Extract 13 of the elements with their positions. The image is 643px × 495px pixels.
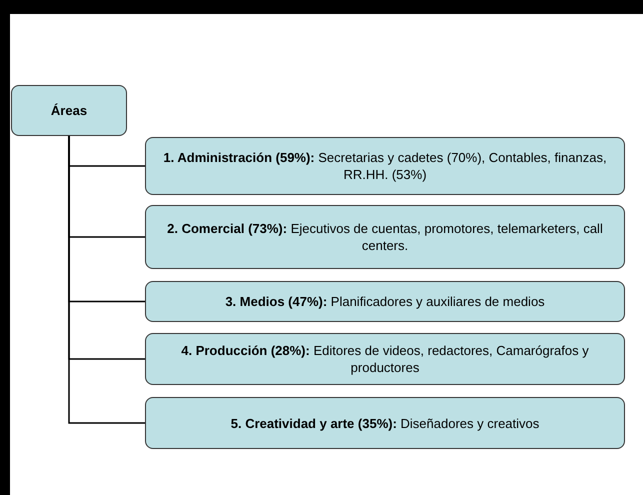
connector-line	[68, 136, 145, 424]
box-text: 2. Comercial (73%): Ejecutivos de cuentas, promotores, telemarketers, call centers.	[166, 220, 604, 254]
area-box	[145, 205, 625, 269]
area-box	[145, 137, 625, 195]
box-text: 1. Administración (59%): Secretarias y cadetes (70%), Contables, finanzas, RR.HH. (53%)	[162, 149, 608, 183]
box-text: 3. Medios (47%): Planificadores y auxiliares de medios	[225, 293, 545, 310]
area-box	[145, 397, 625, 449]
category-box	[11, 85, 127, 136]
area-box	[145, 281, 625, 322]
box-text: Áreas	[50, 102, 88, 119]
area-box	[145, 333, 625, 385]
box-text: 4. Producción (28%): Editores de videos, redactores, Camarógrafos y productores	[180, 342, 590, 376]
box-text: 5. Creatividad y arte (35%): Diseñadores y creativos	[230, 414, 540, 432]
